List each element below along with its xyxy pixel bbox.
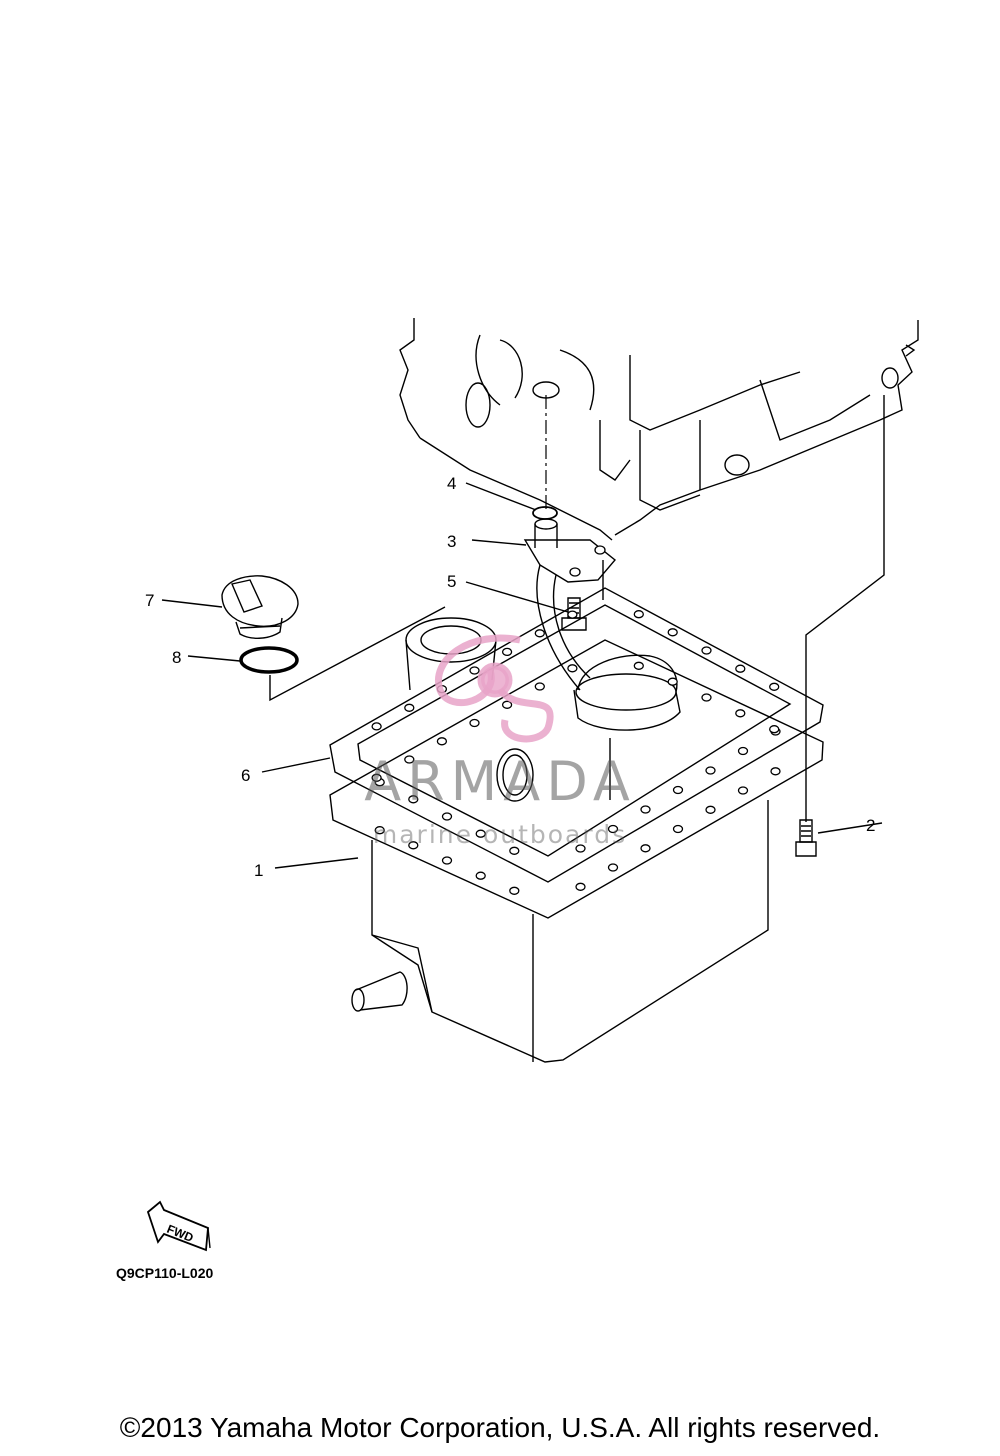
assembly-lines [269, 395, 885, 822]
bolt-hole [408, 795, 419, 804]
bolt-hole [371, 773, 382, 782]
bolt-hole [469, 718, 480, 728]
bolt-hole [575, 844, 586, 853]
bolt-hole [501, 647, 513, 657]
callout-1: 1 [254, 861, 263, 880]
bolt-hole [534, 629, 545, 638]
bolt-hole [441, 856, 453, 865]
callout-6: 6 [241, 766, 250, 785]
engine-block [399, 318, 919, 541]
fwd-arrow-icon: FWD [146, 1200, 211, 1252]
strainer-dome [573, 654, 681, 731]
bolt-hole [509, 846, 520, 855]
bolt-hole [534, 682, 545, 691]
callout-7: 7 [145, 591, 154, 610]
bolt-hole [705, 805, 716, 814]
bolt-hole [667, 628, 678, 637]
gasket-part [329, 587, 824, 883]
bolt-hole [737, 746, 749, 756]
bolt-hole [607, 824, 619, 834]
bolt-hole [640, 844, 651, 853]
oil-pan-part [329, 639, 824, 1063]
callout-8: 8 [172, 648, 181, 667]
bolt-hole [737, 786, 749, 795]
svg-text:ARMADA: ARMADA [364, 750, 636, 813]
copyright-notice: ©2013 Yamaha Motor Corporation, U.S.A. A… [119, 1412, 881, 1443]
bolt-hole [469, 666, 480, 675]
o-ring-part [239, 646, 299, 674]
o-ring-small-part [532, 506, 558, 520]
bolt-hole [501, 700, 513, 709]
bolt-hole [769, 725, 780, 734]
figure-code: Q9CP110-L020 [116, 1265, 213, 1281]
bolt-hole [408, 841, 419, 850]
bolt-hole [701, 646, 712, 655]
callout-5: 5 [447, 572, 456, 591]
bolt-hole [672, 824, 684, 834]
bolt-hole [705, 766, 716, 775]
bolt-hole [735, 664, 746, 673]
bolt-hole [770, 767, 781, 776]
bolt-hole [374, 826, 385, 835]
bolt-hole [509, 886, 520, 895]
bolt-hole [672, 785, 684, 795]
leader-lines [161, 482, 883, 869]
bolt-hole [436, 737, 448, 746]
bolt-hole [735, 709, 746, 718]
bolt-part [795, 819, 817, 857]
bolt-hole [633, 610, 644, 619]
bolt-hole [701, 693, 712, 702]
bolt-hole [567, 610, 578, 619]
bolt-hole [475, 871, 486, 880]
callout-2: 2 [866, 816, 875, 835]
bolt-hole [640, 805, 651, 814]
armada-watermark: ARMADA marine outboards [364, 634, 636, 849]
bolt-hole [404, 755, 415, 764]
bolt-hole [769, 682, 780, 691]
bolt-hole [667, 677, 678, 686]
bolt-hole [404, 703, 415, 712]
bolt-hole [607, 863, 619, 872]
bolt-hole [371, 722, 382, 731]
callout-3: 3 [447, 532, 456, 551]
oil-strainer-pipe-part [523, 518, 617, 691]
bolt-hole [633, 661, 644, 670]
callout-4: 4 [447, 474, 456, 493]
bolt-hole [475, 829, 486, 838]
bolt-hole [575, 882, 586, 891]
svg-text:FWD: FWD [165, 1222, 196, 1245]
bolt-hole [567, 664, 578, 673]
bolt-holes [371, 610, 781, 895]
armada-logo-icon [435, 634, 554, 743]
svg-text:marine outboards: marine outboards [373, 820, 627, 849]
oil-filler-cap-part [221, 575, 299, 639]
bolt-hole [441, 812, 453, 821]
